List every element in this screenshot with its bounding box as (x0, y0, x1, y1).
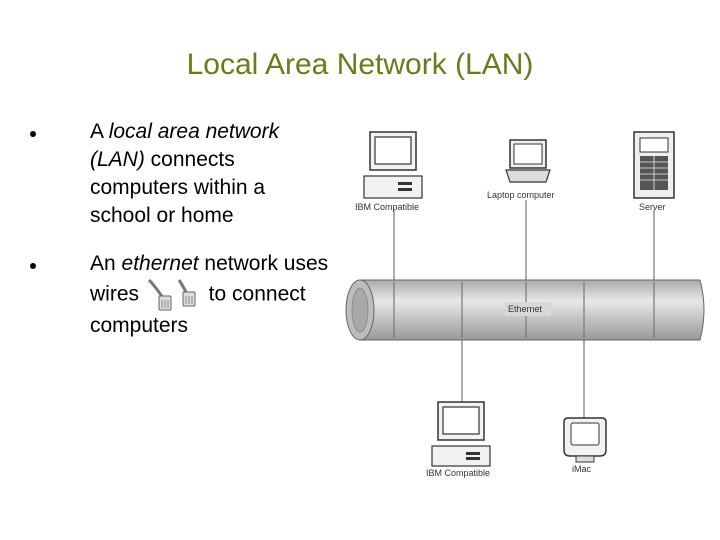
bullet-item: A local area network (LAN) connects comp… (28, 118, 328, 230)
bullet-dot (30, 131, 36, 137)
node-label-laptop: Laptop computer (487, 190, 555, 200)
bullet-emphasis: local area network (LAN) (90, 120, 280, 171)
desktop-computer-icon (431, 401, 491, 467)
node-label-ibm-top: IBM Compatible (355, 202, 419, 212)
bullet-dot (30, 263, 36, 269)
bullet-text: network uses wires (90, 252, 329, 306)
bullet-list: A local area network (LAN) connects comp… (28, 118, 328, 360)
server-icon (633, 131, 675, 199)
bullet-text: to connect computers (90, 282, 306, 337)
bullet-item: An ethernet network uses wires to connec… (28, 250, 328, 340)
node-label-server: Server (639, 202, 666, 212)
bullet-text: connects computers within a school or ho… (90, 148, 266, 227)
rj45-cable-icon (147, 278, 196, 311)
desktop-computer-icon (363, 131, 423, 199)
laptop-icon (505, 139, 551, 183)
slide-title: Local Area Network (LAN) (186, 48, 534, 81)
imac-icon (563, 417, 607, 463)
node-label-ibm-bottom: IBM Compatible (426, 468, 490, 478)
node-label-imac: iMac (572, 464, 592, 474)
bullet-emphasis: ethernet (121, 252, 199, 275)
ethernet-cable-icon: Ethernet (345, 279, 705, 341)
ethernet-label: Ethernet (508, 304, 543, 314)
bullet-text: An (90, 252, 122, 275)
bullet-text: A (90, 120, 109, 143)
